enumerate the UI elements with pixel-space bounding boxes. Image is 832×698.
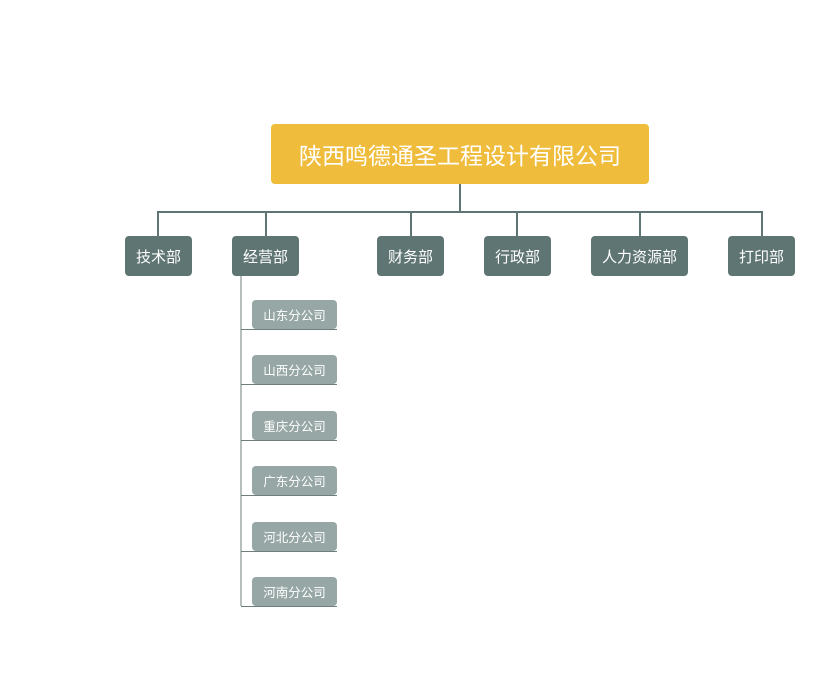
branch-node-shandong[interactable]: 山东分公司 — [252, 300, 337, 329]
dept-node-business[interactable]: 经营部 — [232, 236, 299, 276]
root-node-company[interactable]: 陕西鸣德通圣工程设计有限公司 — [271, 124, 649, 184]
dept-node-human-resources[interactable]: 人力资源部 — [591, 236, 688, 276]
branch-node-guangdong[interactable]: 广东分公司 — [252, 466, 337, 495]
dept-node-technology[interactable]: 技术部 — [125, 236, 192, 276]
dept-node-printing[interactable]: 打印部 — [728, 236, 795, 276]
dept-node-finance[interactable]: 财务部 — [377, 236, 444, 276]
branch-node-henan[interactable]: 河南分公司 — [252, 577, 337, 606]
dept-node-administration[interactable]: 行政部 — [484, 236, 551, 276]
branch-node-chongqing[interactable]: 重庆分公司 — [252, 411, 337, 440]
branch-node-shanxi[interactable]: 山西分公司 — [252, 355, 337, 384]
branch-node-hebei[interactable]: 河北分公司 — [252, 522, 337, 551]
